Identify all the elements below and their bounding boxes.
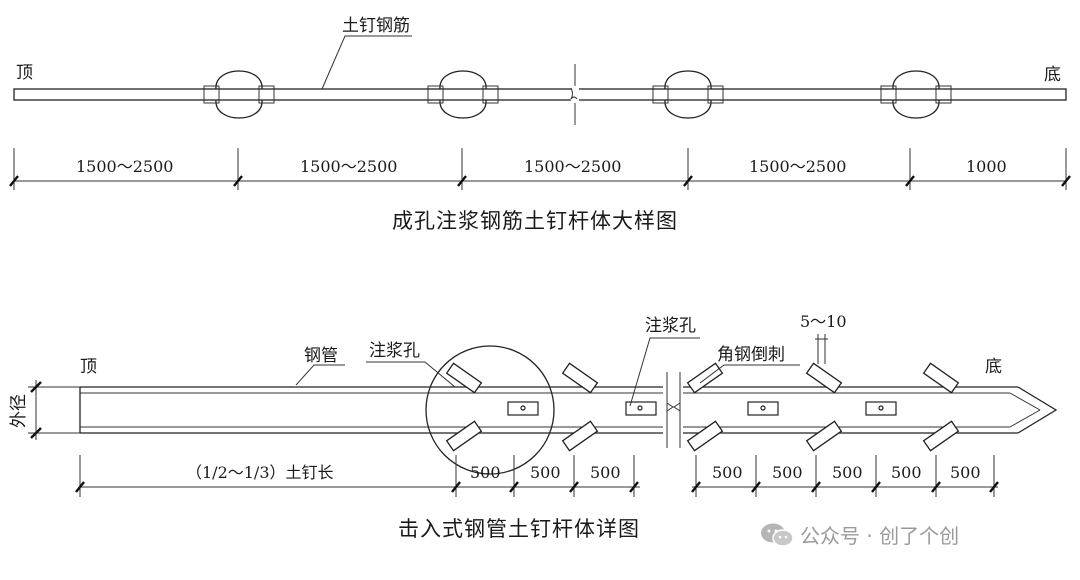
centralizer [203,70,275,119]
rebar-label: 土钉钢筋 [342,16,410,36]
top-dim-1: 1500～2500 [76,157,173,176]
centralizer [427,70,499,119]
top-diagram-title: 成孔注浆钢筋土钉杆体大样图 [392,209,678,233]
bottom-end-label: 底 [1044,65,1061,85]
break-mark [570,64,579,125]
top-dimension-line [9,148,1071,190]
rebar-nail-diagram: 土钉钢筋 顶 底 1500～2500 1500～2500 1500～2500 1… [9,16,1071,233]
bottom-dim-8: 500 [950,463,981,482]
rebar-bar [13,88,1067,101]
top-dim-3: 1500～2500 [524,157,621,176]
top-dim-4: 1500～2500 [749,157,846,176]
barb-gap-label: 5～10 [800,312,847,331]
outer-diameter-dimension [28,380,80,440]
steel-pipe-nail-diagram: 钢管 注浆孔 注浆孔 角钢倒刺 5～10 顶 底 外径 [9,312,1058,541]
bottom-dim-4: 500 [712,463,743,482]
centralizer [652,70,724,119]
bottom-dim-6: 500 [832,463,863,482]
centralizer [880,70,952,119]
outer-diameter-label: 外径 [9,394,29,428]
top-end-label: 顶 [16,63,33,83]
angle-barb-label: 角钢倒刺 [717,345,785,365]
watermark: 公众号 · 创了个创 [760,520,959,549]
bottom-dim-7: 500 [891,463,922,482]
grout-hole-label-left: 注浆孔 [369,341,420,361]
steel-pipe [79,372,1058,448]
grout-hole-label-right: 注浆孔 [645,316,696,336]
detail-circle [425,345,555,475]
bottom-dim-5: 500 [772,463,803,482]
top-dim-5: 1000 [966,157,1007,176]
pipe-label: 钢管 [304,346,338,366]
nail-length-dim: （1/2～1/3）土钉长 [186,463,334,482]
pipe-top-end-label: 顶 [80,357,97,377]
bottom-dimension-line [75,455,999,497]
wechat-icon [761,523,794,547]
bottom-dim-2: 500 [530,463,561,482]
bottom-dim-1: 500 [470,463,501,482]
watermark-text: 公众号 · 创了个创 [800,524,960,548]
angle-barbs [445,362,960,452]
top-dim-2: 1500～2500 [300,157,397,176]
pipe-bottom-end-label: 底 [985,357,1002,377]
bottom-dim-3: 500 [590,463,621,482]
grout-holes [507,401,897,416]
bottom-diagram-title: 击入式钢管土钉杆体详图 [398,517,640,541]
